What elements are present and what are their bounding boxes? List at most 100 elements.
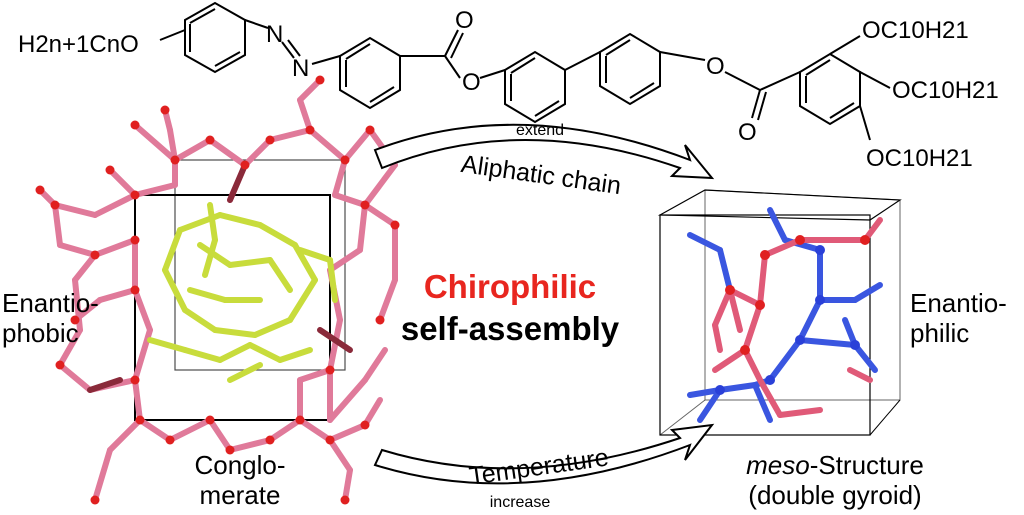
- pink-network-strut: [57, 362, 93, 393]
- pink-network-strut: [167, 417, 213, 443]
- pink-network-strut: [362, 347, 388, 383]
- meso-italic: meso: [746, 450, 810, 480]
- pink-network-strut: [92, 192, 138, 218]
- yellow-network-strut: [182, 347, 223, 363]
- network-node: [160, 105, 170, 115]
- merate-label: merate: [199, 480, 281, 510]
- network-node: [130, 235, 140, 245]
- pink-network-strut: [97, 287, 138, 303]
- network-node: [360, 200, 370, 210]
- pink-network-strut: [52, 202, 63, 248]
- conglo-label: Conglo-: [194, 450, 286, 480]
- network-node: [130, 120, 140, 130]
- pink-network-strut: [107, 417, 143, 453]
- azo-n1-label: N: [266, 21, 283, 48]
- network-node: [225, 445, 235, 455]
- pink-network-strut: [342, 467, 353, 503]
- blue-gyroid-strut: [687, 387, 723, 398]
- red-gyroid-strut: [727, 287, 763, 308]
- top-arrow-small-label: extend: [516, 122, 564, 139]
- azo-n2-label: N: [292, 55, 309, 82]
- yellow-network-strut: [252, 317, 293, 338]
- gyroid-blue-node: [815, 295, 825, 305]
- pink-network-strut: [267, 127, 313, 143]
- pink-network-strut: [137, 417, 173, 443]
- gyroid-red-node: [740, 345, 750, 355]
- pink-network-strut: [332, 157, 348, 198]
- blue-gyroid-strut: [687, 232, 723, 253]
- yellow-network-strut: [162, 227, 183, 273]
- pink-network-strut: [307, 127, 348, 163]
- left-phobic-label: phobic: [2, 318, 79, 348]
- pink-network-strut: [207, 417, 233, 453]
- red-gyroid-strut: [712, 287, 733, 328]
- pink-network-strut: [92, 447, 113, 503]
- network-node: [130, 375, 140, 385]
- yellow-network-strut: [247, 342, 283, 363]
- yellow-network-strut: [207, 202, 218, 243]
- ester-oxygen-2: O: [706, 53, 725, 80]
- gyroid-blue-node: [765, 375, 775, 385]
- pink-network-strut: [327, 247, 363, 273]
- gyroid-blue-node: [715, 385, 725, 395]
- network-node: [70, 315, 80, 325]
- pink-network-strut: [327, 422, 368, 443]
- network-node: [135, 415, 145, 425]
- yellow-network-strut: [227, 257, 273, 268]
- decyloxy-chain-2: OC10H21: [892, 77, 999, 104]
- network-node: [360, 420, 370, 430]
- pink-network-strut: [377, 277, 398, 323]
- dark-network-strut: [227, 162, 248, 203]
- pink-network-strut: [342, 127, 373, 163]
- yellow-network-strut: [187, 287, 228, 303]
- pink-network-strut: [297, 77, 323, 103]
- yellow-network-strut: [202, 237, 218, 278]
- pink-network-strut: [297, 367, 333, 383]
- network-node: [205, 135, 215, 145]
- bottom-arrow-small-label: increase: [490, 494, 551, 511]
- yellow-network-strut: [277, 347, 313, 363]
- decyloxy-chain-3: OC10H21: [866, 145, 973, 172]
- decyloxy-chain-1: OC10H21: [862, 17, 969, 44]
- pink-network-strut: [332, 192, 368, 208]
- red-gyroid-strut: [727, 287, 743, 333]
- blue-gyroid-strut: [767, 337, 803, 383]
- structure-text: -Structure: [809, 450, 924, 480]
- double-gyroid-label: (double gyroid): [748, 480, 922, 510]
- pink-network-strut: [57, 327, 83, 368]
- enantiophobic-network: [35, 75, 400, 505]
- yellow-network-strut: [227, 362, 263, 383]
- gyroid-blue-node: [795, 335, 805, 345]
- chirophilic-title: Chirophilic: [423, 268, 597, 305]
- blue-gyroid-strut: [717, 247, 733, 293]
- yellow-network-strut: [217, 342, 253, 363]
- pink-network-strut: [132, 327, 153, 383]
- yellow-network-strut: [267, 257, 293, 293]
- molecule-labels: H2n+1CnO N N O O O O OC10H21 OC10H21 OC1…: [18, 7, 999, 172]
- network-node: [35, 185, 45, 195]
- network-node: [50, 200, 60, 210]
- network-node: [375, 315, 385, 325]
- network-node: [340, 155, 350, 165]
- bottom-arrow[interactable]: Temperature increase: [373, 423, 715, 511]
- network-node: [165, 435, 175, 445]
- dark-network-strut: [317, 327, 353, 353]
- pink-network-strut: [132, 377, 143, 423]
- pink-network-strut: [327, 317, 343, 373]
- meso-structure-label: meso-Structure: [720, 450, 950, 480]
- alkoxy-group-label: H2n+1CnO: [18, 31, 139, 58]
- network-node: [295, 415, 305, 425]
- gyroid-red-node: [860, 235, 870, 245]
- pink-network-strut: [172, 137, 213, 163]
- bottom-arrow-shape: [373, 423, 715, 485]
- pink-network-strut: [267, 417, 303, 443]
- right-enantio-label: Enantio-: [910, 288, 1007, 318]
- blue-gyroid-strut: [852, 282, 883, 303]
- network-node: [240, 160, 250, 170]
- top-arrow[interactable]: extend Aliphatic chain: [373, 122, 715, 200]
- network-node: [90, 495, 100, 505]
- blue-gyroid-strut: [767, 207, 788, 243]
- yellow-network-strut: [327, 257, 338, 303]
- pink-network-strut: [132, 122, 178, 163]
